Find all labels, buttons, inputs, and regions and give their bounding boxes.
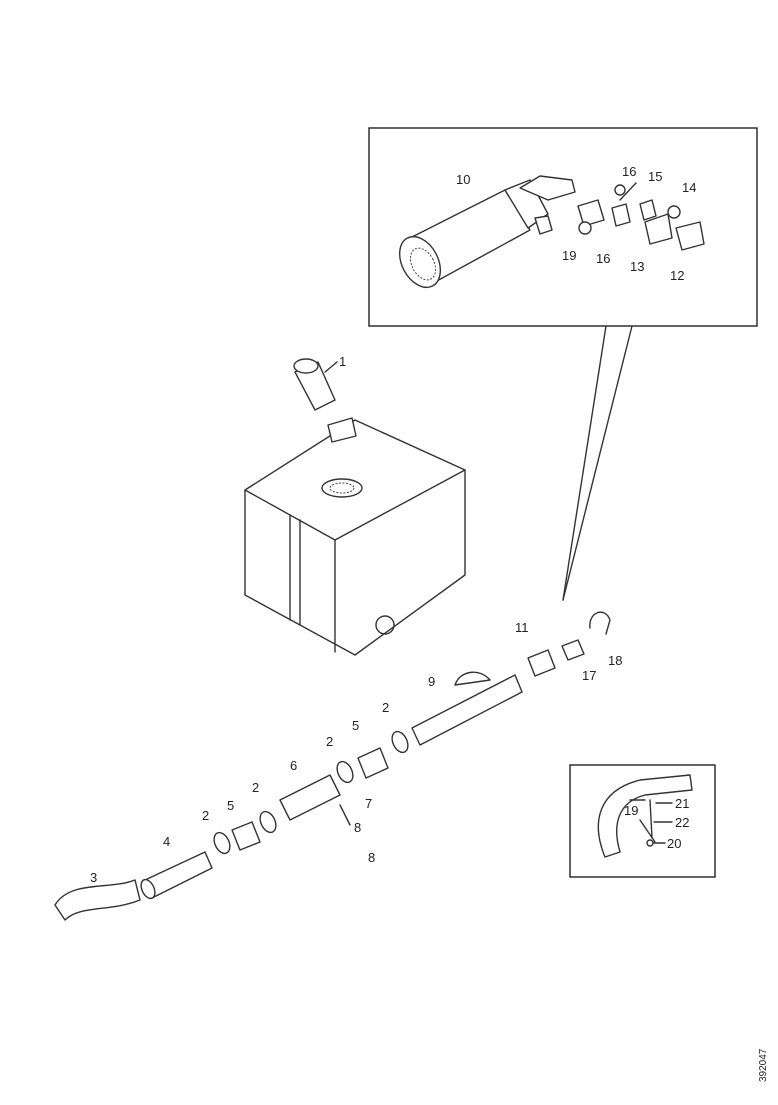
- label-19a: 19: [562, 248, 576, 263]
- label-21: 21: [675, 796, 689, 811]
- drawing-code: 392047: [758, 1048, 769, 1082]
- label-4: 4: [163, 834, 170, 849]
- label-6: 6: [290, 758, 297, 773]
- label-2b: 2: [252, 780, 259, 795]
- callout-labels: 1 3 4 2 5 2 6 2 5 2 9 7 8 8 11 17 18 10 …: [90, 164, 769, 1082]
- pipe-assembly: [54, 611, 611, 921]
- label-2c: 2: [326, 734, 333, 749]
- fuel-tank: [244, 417, 466, 656]
- label-14: 14: [682, 180, 696, 195]
- label-8b: 8: [368, 850, 375, 865]
- label-10: 10: [456, 172, 470, 187]
- label-11: 11: [515, 620, 529, 635]
- label-2a: 2: [202, 808, 209, 823]
- filler-neck: [293, 358, 336, 411]
- fuel-pump: [398, 175, 576, 288]
- pump-detail-inset: [368, 127, 758, 327]
- label-17: 17: [582, 668, 596, 683]
- label-16b: 16: [596, 251, 610, 266]
- label-22: 22: [675, 815, 689, 830]
- label-19b: 19: [624, 803, 638, 818]
- leader-lines: [324, 182, 673, 844]
- inset-pointer: [562, 325, 633, 601]
- label-15: 15: [648, 169, 662, 184]
- label-5b: 5: [352, 718, 359, 733]
- label-8a: 8: [354, 820, 361, 835]
- label-7: 7: [365, 796, 372, 811]
- label-20: 20: [667, 836, 681, 851]
- label-13: 13: [630, 259, 644, 274]
- label-18a: 18: [608, 653, 622, 668]
- label-3: 3: [90, 870, 97, 885]
- label-12: 12: [670, 268, 684, 283]
- label-16a: 16: [622, 164, 636, 179]
- label-1: 1: [339, 354, 346, 369]
- clamp-detail-inset: [569, 764, 716, 878]
- label-9: 9: [428, 674, 435, 689]
- label-5a: 5: [227, 798, 234, 813]
- pump-fittings: [577, 184, 705, 251]
- label-2d: 2: [382, 700, 389, 715]
